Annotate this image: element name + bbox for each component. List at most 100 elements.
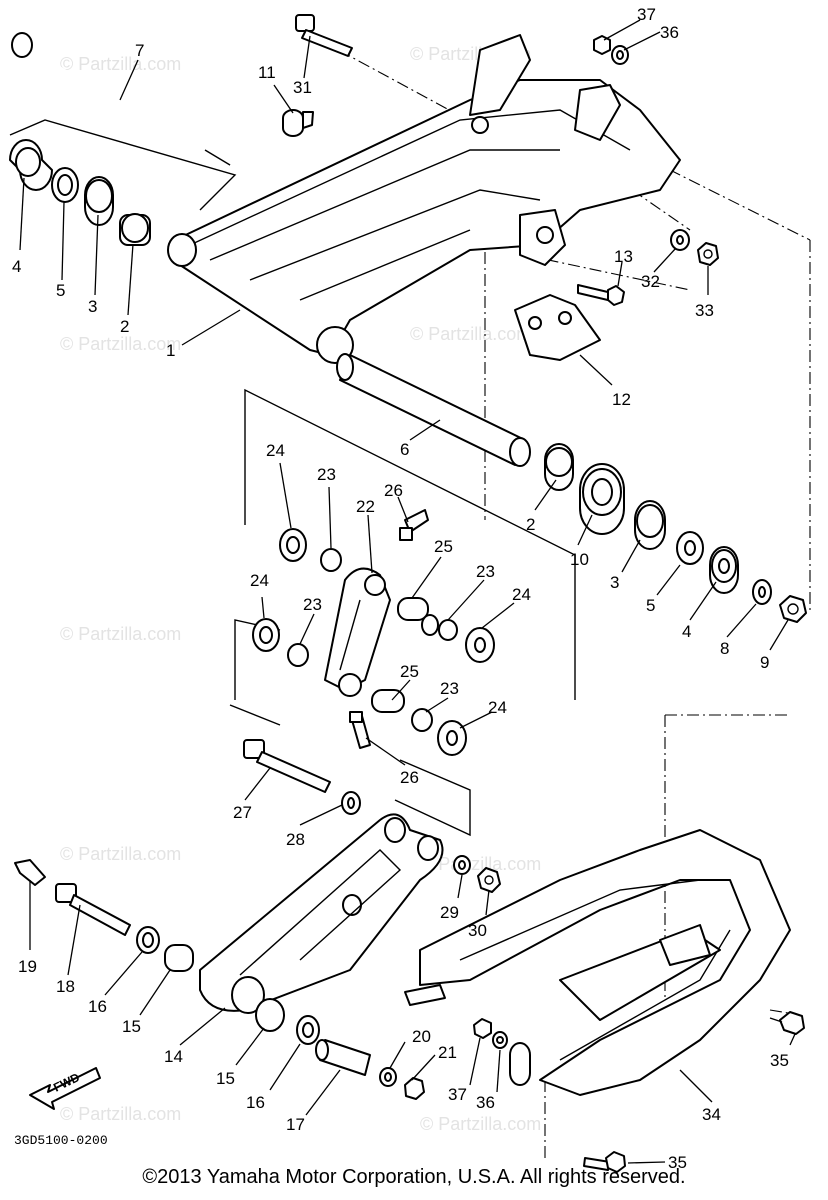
part-36-washer-top [611, 45, 629, 65]
part-6-collar [336, 353, 531, 467]
part-18-bolt [55, 883, 131, 936]
part-label-6: 6 [400, 440, 409, 459]
part-label-35: 35 [668, 1153, 687, 1172]
part-label-32: 32 [641, 272, 660, 291]
part-label-23: 23 [440, 679, 459, 698]
part-33-nut [697, 242, 719, 266]
part-31-bolt [295, 14, 353, 57]
part-label-37: 37 [448, 1085, 467, 1104]
part-37-nut-top [593, 35, 611, 55]
guard-bushing [509, 1042, 531, 1086]
watermark: © Partzilla.com [60, 54, 181, 74]
part-37-nut-bottom [473, 1018, 492, 1039]
rod-bushings [136, 926, 371, 1076]
watermarks: © Partzilla.com © Partzilla.com © Partzi… [60, 44, 541, 1134]
watermark: © Partzilla.com [420, 854, 541, 874]
part-19-grease-nipple [14, 859, 46, 886]
part-label-11: 11 [258, 63, 276, 82]
part-label-2: 2 [120, 317, 129, 336]
part-13-bolt [577, 284, 625, 306]
part-label-5: 5 [56, 281, 65, 300]
relay-bushings [252, 528, 495, 756]
part-32-washer [670, 229, 690, 251]
leader-lines [19, 19, 796, 1164]
part-26-grease-nipple-bottom [349, 711, 371, 749]
part-label-3: 3 [610, 573, 619, 592]
part-30-nut [477, 867, 501, 893]
part-label-10: 10 [570, 550, 589, 569]
part-label-31: 31 [293, 78, 312, 97]
part-label-12: 12 [612, 390, 631, 409]
part-label-9: 9 [760, 653, 769, 672]
part-label-26: 26 [400, 768, 419, 787]
part-label-4: 4 [682, 622, 691, 641]
part-label-1: 1 [166, 341, 175, 360]
part-label-18: 18 [56, 977, 75, 996]
part-label-24: 24 [512, 585, 531, 604]
part-28-washer [341, 791, 361, 815]
fwd-arrow-icon: FWD [29, 1067, 101, 1110]
part-label-27: 27 [233, 803, 252, 822]
part-label-16: 16 [246, 1093, 265, 1112]
part-35-bolt-bottom [583, 1151, 626, 1173]
part-label-5: 5 [646, 596, 655, 615]
part-20-washer [379, 1067, 397, 1087]
part-29-washer [453, 855, 471, 875]
part-label-36: 36 [660, 23, 679, 42]
part-label-36: 36 [476, 1093, 495, 1112]
part-label-15: 15 [216, 1069, 235, 1088]
part-label-14: 14 [164, 1047, 183, 1066]
part-label-23: 23 [317, 465, 336, 484]
copyright-notice: ©2013 Yamaha Motor Corporation, U.S.A. A… [142, 1166, 686, 1188]
part-label-33: 33 [695, 301, 714, 320]
part-35-bolt-right [769, 1011, 805, 1035]
part-26-grease-nipple-top [399, 509, 429, 541]
part-label-2: 2 [526, 515, 535, 534]
part-1-swingarm [167, 34, 681, 364]
part-label-37: 37 [637, 5, 656, 24]
part-label-28: 28 [286, 830, 305, 849]
watermark: © Partzilla.com [410, 324, 531, 344]
part-14-connecting-rod [199, 813, 444, 1014]
right-bearing-stack [544, 443, 807, 623]
part-label-23: 23 [303, 595, 322, 614]
part-label-13: 13 [614, 247, 633, 266]
watermark: © Partzilla.com [60, 334, 181, 354]
part-label-20: 20 [412, 1027, 431, 1046]
part-label-25: 25 [400, 662, 419, 681]
part-labels: 7 4 5 3 2 1 11 31 37 36 13 32 33 12 6 24… [12, 5, 789, 1172]
part-label-24: 24 [250, 571, 269, 590]
part-label-26: 26 [384, 481, 403, 500]
part-label-7: 7 [135, 41, 144, 60]
part-label-29: 29 [440, 903, 459, 922]
watermark: © Partzilla.com [420, 1114, 541, 1134]
part-label-24: 24 [488, 698, 507, 717]
watermark: © Partzilla.com [60, 1104, 181, 1124]
watermark: © Partzilla.com [60, 844, 181, 864]
diagram-code: 3GD5100-0200 [14, 1133, 108, 1148]
part-label-21: 21 [438, 1043, 457, 1062]
part-27-bolt [243, 739, 331, 793]
part-label-17: 17 [286, 1115, 305, 1134]
part-label-8: 8 [720, 639, 729, 658]
part-11-cap [282, 109, 314, 137]
part-label-4: 4 [12, 257, 21, 276]
part-label-35: 35 [770, 1051, 789, 1070]
part-label-34: 34 [702, 1105, 721, 1124]
part-34-sprocket-guard [404, 829, 791, 1096]
part-label-15: 15 [122, 1017, 141, 1036]
part-label-23: 23 [476, 562, 495, 581]
part-label-3: 3 [88, 297, 97, 316]
part-22-relay-arm [324, 567, 391, 697]
part-label-16: 16 [88, 997, 107, 1016]
part-7-pivot-bolt [11, 32, 231, 167]
part-label-25: 25 [434, 537, 453, 556]
part-label-22: 22 [356, 497, 375, 516]
part-label-19: 19 [18, 957, 37, 976]
part-label-30: 30 [468, 921, 487, 940]
part-12-chain-guide [514, 294, 601, 361]
part-label-24: 24 [266, 441, 285, 460]
left-bearing-stack [9, 139, 151, 246]
part-21-nut [404, 1077, 425, 1100]
